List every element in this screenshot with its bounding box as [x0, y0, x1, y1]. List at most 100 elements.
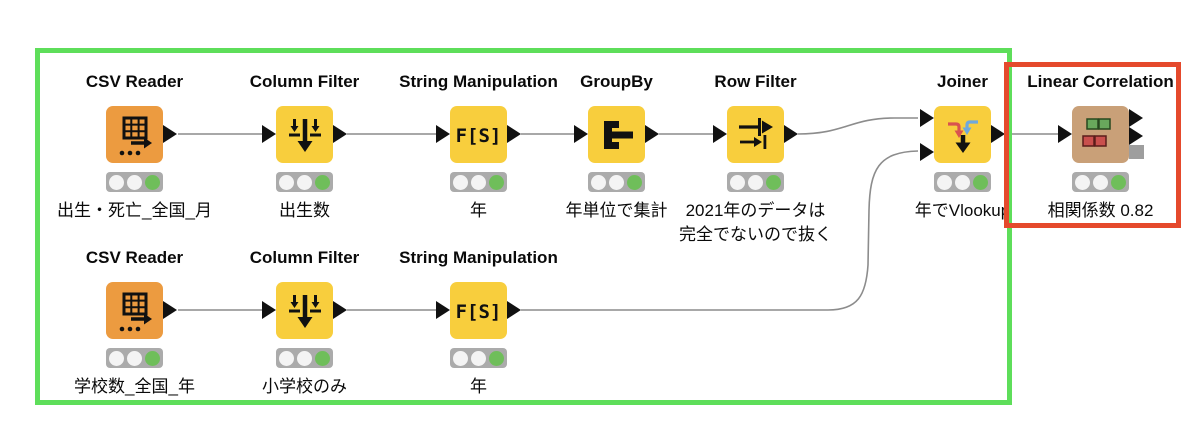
node-column-filter-bottom[interactable]: Column Filter 小学校のみ: [250, 248, 360, 396]
node-column-filter-top[interactable]: Column Filter 出生数: [250, 72, 360, 220]
node-label: 出生数: [279, 201, 330, 220]
output-port-model[interactable]: [1129, 145, 1144, 159]
node-body[interactable]: [727, 106, 784, 163]
output-port[interactable]: [333, 125, 347, 143]
output-port[interactable]: [163, 125, 177, 143]
node-title: String Manipulation: [399, 72, 558, 91]
status-dot-green: [315, 350, 330, 366]
output-port[interactable]: [333, 301, 347, 319]
input-port[interactable]: [436, 125, 450, 143]
status-dot-green: [145, 174, 160, 190]
input-port[interactable]: [1058, 125, 1072, 143]
status-dot-red: [109, 174, 124, 190]
status-dot-yellow: [748, 174, 763, 190]
node-status-light: [276, 348, 333, 368]
node-title: Row Filter: [714, 72, 797, 91]
status-dot-yellow: [1093, 174, 1108, 190]
node-string-manipulation-bottom[interactable]: String Manipulation F[S] 年: [399, 248, 558, 396]
node-label-line1: 2021年のデータは: [685, 201, 826, 220]
input-port[interactable]: [262, 301, 276, 319]
status-dot-red: [279, 174, 294, 190]
output-port[interactable]: [645, 125, 659, 143]
connection[interactable]: [521, 150, 919, 311]
status-dot-red: [453, 350, 468, 366]
input-port[interactable]: [574, 125, 588, 143]
node-status-light: [727, 172, 784, 192]
node-body[interactable]: F[S]: [450, 282, 507, 339]
node-status-light: [106, 348, 163, 368]
output-port[interactable]: [991, 125, 1005, 143]
node-string-manipulation-top[interactable]: String Manipulation F[S] 年: [399, 72, 558, 220]
output-port[interactable]: [507, 125, 521, 143]
node-body[interactable]: [934, 106, 991, 163]
node-title: GroupBy: [580, 72, 653, 91]
input-port[interactable]: [713, 125, 727, 143]
node-csv-reader-top[interactable]: CSV Reader 出生・死亡_全国_月: [57, 72, 212, 220]
input-port-top[interactable]: [920, 109, 934, 127]
row-filter-icon: [739, 118, 773, 149]
input-port[interactable]: [262, 125, 276, 143]
status-dot-yellow: [127, 350, 142, 366]
node-body[interactable]: F[S]: [450, 106, 507, 163]
node-title: Linear Correlation: [1027, 72, 1174, 91]
node-status-light: [106, 172, 163, 192]
input-port-bottom[interactable]: [920, 143, 934, 161]
node-body[interactable]: [276, 106, 333, 163]
status-dot-yellow: [955, 174, 970, 190]
node-label: 年単位で集計: [565, 201, 668, 220]
node-status-light: [588, 172, 645, 192]
connection[interactable]: [797, 117, 918, 135]
output-port-middle[interactable]: [1129, 127, 1143, 145]
status-dot-red: [591, 174, 606, 190]
output-port[interactable]: [784, 125, 798, 143]
node-status-light: [450, 172, 507, 192]
node-label: 相関係数 0.82: [1047, 201, 1154, 220]
output-port[interactable]: [163, 301, 177, 319]
node-status-light: [934, 172, 991, 192]
node-label: 年でVlookup: [914, 201, 1011, 220]
status-dot-yellow: [297, 174, 312, 190]
status-dot-green: [145, 350, 160, 366]
node-label: 年: [470, 377, 487, 396]
status-dot-green: [766, 174, 781, 190]
csv-reader-icon: [119, 292, 152, 332]
node-body[interactable]: [106, 106, 163, 163]
status-dot-red: [279, 350, 294, 366]
output-port-top[interactable]: [1129, 109, 1143, 127]
status-dot-green: [489, 350, 504, 366]
node-status-light: [450, 348, 507, 368]
node-body[interactable]: [276, 282, 333, 339]
status-dot-green: [627, 174, 642, 190]
node-body[interactable]: [1072, 106, 1129, 163]
status-dot-green: [973, 174, 988, 190]
node-body[interactable]: [106, 282, 163, 339]
status-dot-green: [315, 174, 330, 190]
input-port[interactable]: [436, 301, 450, 319]
node-groupby[interactable]: GroupBy 年単位で集計: [566, 72, 668, 220]
groupby-icon: [604, 121, 633, 149]
output-port[interactable]: [507, 301, 521, 319]
status-dot-yellow: [471, 350, 486, 366]
node-linear-correlation[interactable]: Linear Correlation 相関係数 0.82: [1027, 72, 1173, 220]
node-body[interactable]: [588, 106, 645, 163]
node-title: String Manipulation: [399, 248, 558, 267]
node-label: 出生・死亡_全国_月: [57, 201, 212, 220]
joiner-icon: [948, 120, 978, 153]
status-dot-red: [453, 174, 468, 190]
node-title: CSV Reader: [85, 72, 184, 91]
node-row-filter[interactable]: Row Filter 2021年のデータは 完全でないので抜く: [679, 72, 832, 244]
status-dot-green: [489, 174, 504, 190]
node-label-line2: 完全でないので抜く: [679, 225, 832, 244]
node-joiner[interactable]: Joiner 年でVlookup: [915, 72, 1010, 220]
node-title: Column Filter: [249, 248, 360, 267]
node-title: Joiner: [936, 72, 989, 91]
status-dot-yellow: [127, 174, 142, 190]
csv-reader-icon: [119, 116, 152, 156]
string-manipulation-icon: F[S]: [456, 125, 502, 147]
svg-text:F[S]: F[S]: [456, 125, 502, 147]
node-status-light: [1072, 172, 1129, 192]
string-manipulation-icon: F[S]: [456, 301, 502, 323]
node-csv-reader-bottom[interactable]: CSV Reader 学校数_全国_年: [74, 248, 195, 396]
node-label: 年: [470, 201, 487, 220]
